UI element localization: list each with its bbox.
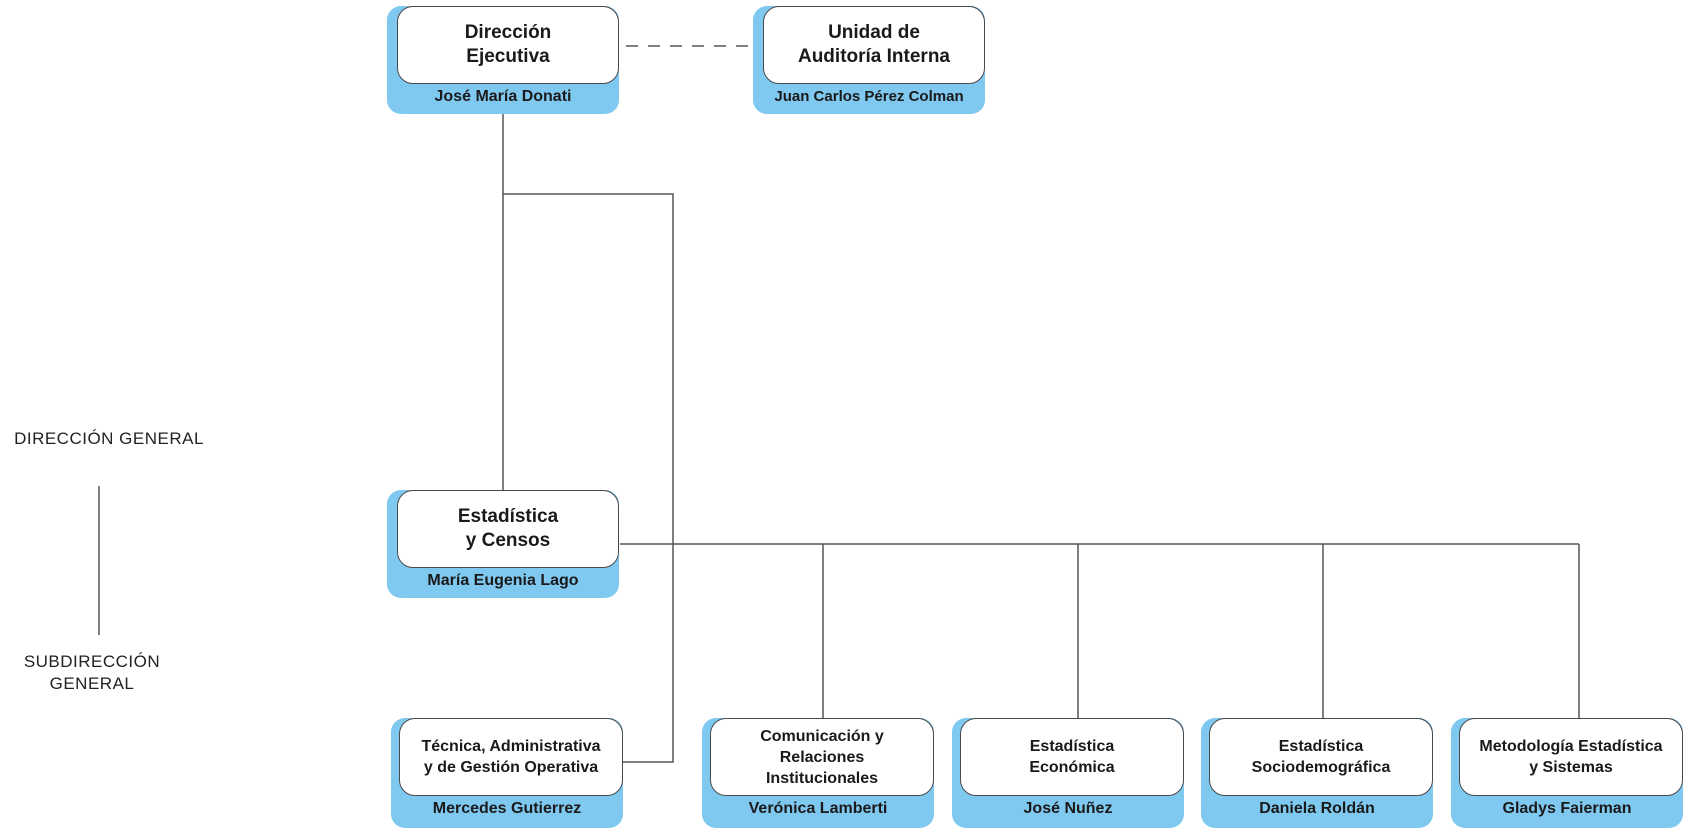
node-estadistica-censos: Estadística y Censos María Eugenia Lago [387,490,619,598]
node-comunicacion: Comunicación y Relaciones Institucionale… [702,718,934,828]
node-title: Estadística Sociodemográfica [1251,738,1391,776]
node-person: José María Donati [434,88,572,105]
node-economica: Estadística Económica José Nuñez [952,718,1184,828]
node-title-box: Estadística Sociodemográfica [1209,718,1433,796]
node-direccion-ejecutiva: Dirección Ejecutiva José María Donati [387,6,619,114]
node-title-box: Estadística y Censos [397,490,619,568]
node-title: Unidad de Auditoría Interna [797,22,950,67]
node-tecnica-administrativa: Técnica, Administrativa y de Gestión Ope… [391,718,623,828]
node-title: Metodología Estadística y Sistemas [1479,738,1663,776]
node-title-box: Estadística Económica [960,718,1184,796]
level-label-subdireccion-general: SUBDIRECCIÓN GENERAL [23,652,161,693]
node-person: Gladys Faierman [1502,800,1632,817]
node-person: María Eugenia Lago [427,572,579,589]
node-title: Técnica, Administrativa y de Gestión Ope… [421,738,601,776]
node-title-box: Técnica, Administrativa y de Gestión Ope… [399,718,623,796]
node-title: Estadística y Censos [457,506,559,551]
node-person: José Nuñez [1023,800,1113,817]
node-title-box: Metodología Estadística y Sistemas [1459,718,1683,796]
node-title: Estadística Económica [1029,738,1115,776]
node-title-box: Dirección Ejecutiva [397,6,619,84]
node-title-box: Comunicación y Relaciones Institucionale… [710,718,934,796]
node-title: Dirección Ejecutiva [464,22,552,67]
connector-tecnica [503,193,674,763]
node-person: Mercedes Gutierrez [432,800,582,817]
node-person: Verónica Lamberti [748,800,888,817]
node-sociodemografica: Estadística Sociodemográfica Daniela Rol… [1201,718,1433,828]
level-label-direccion-general: DIRECCIÓN GENERAL [14,429,204,448]
node-person: Juan Carlos Pérez Colman [774,88,964,105]
node-auditoria-interna: Unidad de Auditoría Interna Juan Carlos … [753,6,985,114]
node-metodologia: Metodología Estadística y Sistemas Glady… [1451,718,1683,828]
node-person: Daniela Roldán [1259,800,1375,817]
node-title: Comunicación y Relaciones Institucionale… [760,727,884,787]
node-title-box: Unidad de Auditoría Interna [763,6,985,84]
